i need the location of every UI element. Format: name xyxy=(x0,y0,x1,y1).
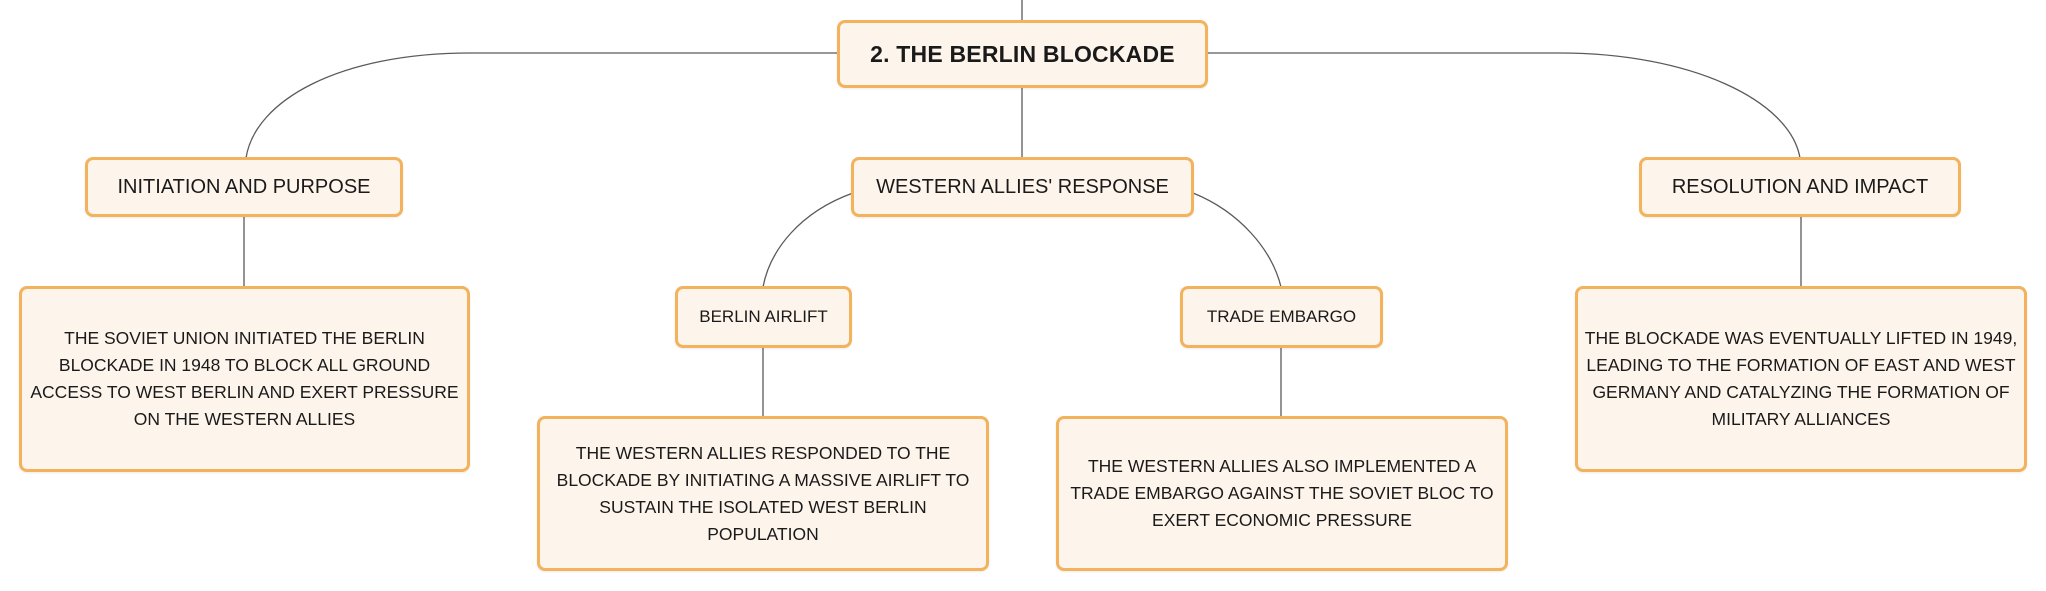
detail-node-trade-embargo[interactable]: THE WESTERN ALLIES ALSO IMPLEMENTED A TR… xyxy=(1056,416,1508,571)
topic-node-western-allies-response[interactable]: WESTERN ALLIES' RESPONSE xyxy=(851,157,1194,217)
topic-node-initiation-and-purpose[interactable]: INITIATION AND PURPOSE xyxy=(85,157,403,217)
connector-root-to-initiation xyxy=(245,52,838,159)
root-node-berlin-blockade[interactable]: 2. THE BERLIN BLOCKADE xyxy=(837,20,1208,88)
subtopic-node-trade-embargo[interactable]: TRADE EMBARGO xyxy=(1180,286,1383,348)
connector-response-to-airlift xyxy=(762,192,854,288)
detail-node-berlin-airlift[interactable]: THE WESTERN ALLIES RESPONDED TO THE BLOC… xyxy=(537,416,989,571)
detail-node-initiation-and-purpose[interactable]: THE SOVIET UNION INITIATED THE BERLIN BL… xyxy=(19,286,470,472)
topic-node-resolution-and-impact[interactable]: RESOLUTION AND IMPACT xyxy=(1639,157,1961,217)
detail-node-resolution-and-impact[interactable]: THE BLOCKADE WAS EVENTUALLY LIFTED IN 19… xyxy=(1575,286,2027,472)
subtopic-node-berlin-airlift[interactable]: BERLIN AIRLIFT xyxy=(675,286,852,348)
connector-root-to-resolution xyxy=(1206,52,1801,159)
connector-response-to-embargo xyxy=(1192,192,1282,288)
